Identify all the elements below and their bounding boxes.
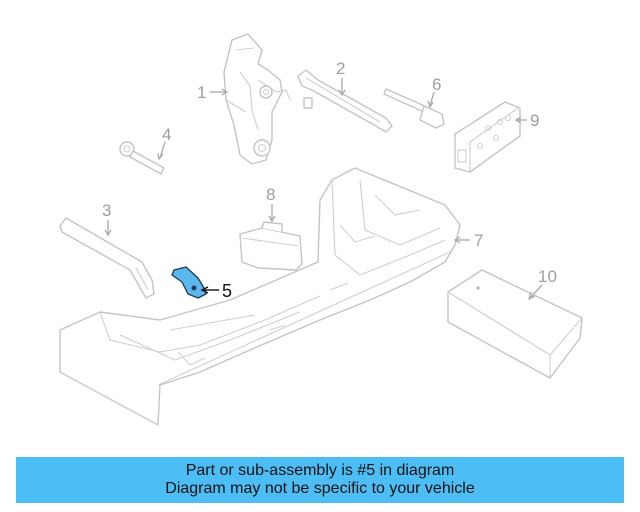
part-5-highlighted (171, 266, 207, 299)
part-8-pouch (239, 221, 303, 271)
callout-10: 10 (538, 267, 557, 286)
callout-1: 1 (197, 83, 206, 102)
banner-line-2: Diagram may not be specific to your vehi… (165, 480, 475, 497)
callout-3: 3 (102, 201, 111, 220)
callout-9: 9 (530, 111, 539, 130)
leader-lines (104, 78, 543, 301)
part-3-lug-wrench (59, 217, 155, 299)
callout-6: 6 (432, 75, 441, 94)
part-7-storage-tray (59, 167, 461, 426)
part-2-wrench (297, 69, 393, 133)
callout-8: 8 (266, 185, 275, 204)
parts-diagram: 1 2 3 4 5 6 7 8 9 10 (59, 33, 583, 426)
callout-5: 5 (222, 281, 232, 301)
info-banner: Part or sub-assembly is #5 in diagram Di… (16, 457, 624, 503)
callout-4: 4 (162, 125, 171, 144)
part-10-foam-block (447, 269, 583, 379)
part-1-scissor-jack (223, 33, 291, 165)
part-9-bracket (454, 101, 521, 173)
part-6-screwdriver (383, 88, 445, 129)
callout-2: 2 (336, 59, 345, 78)
part-4-tow-eye (119, 141, 165, 175)
banner-line-1: Part or sub-assembly is #5 in diagram (185, 462, 455, 479)
callout-7: 7 (474, 231, 483, 250)
